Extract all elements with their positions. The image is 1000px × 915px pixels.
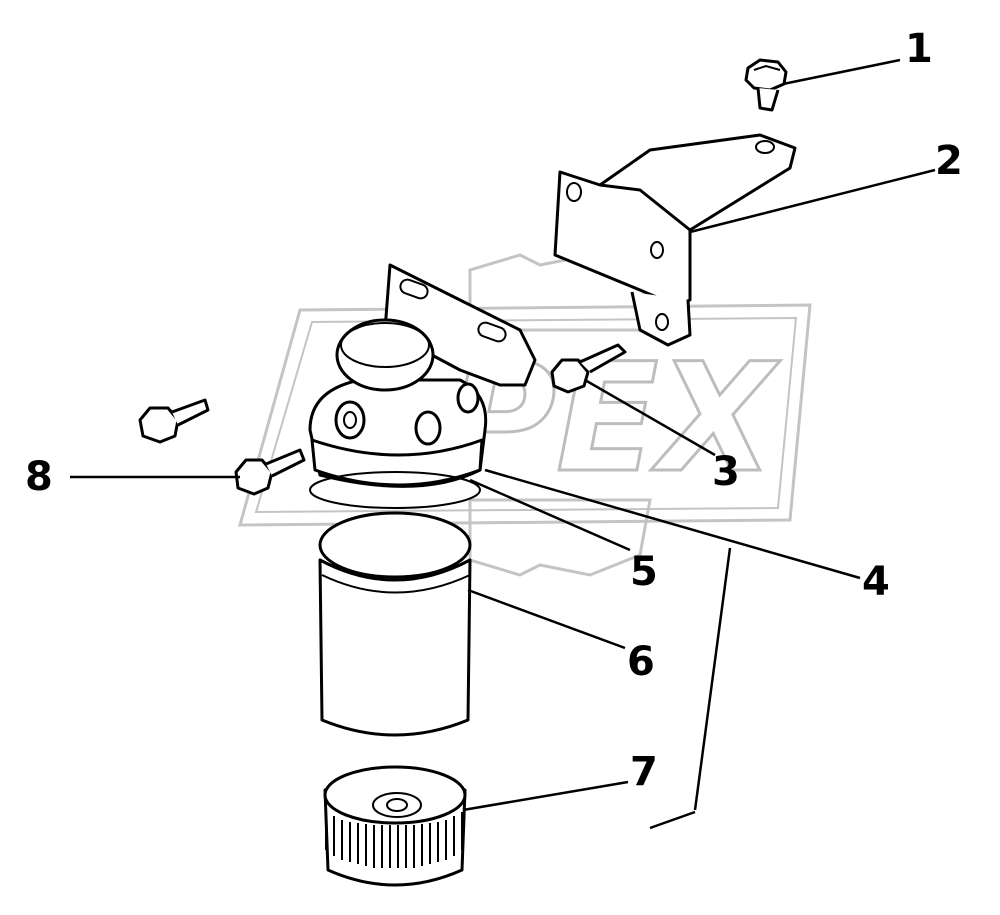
callout-2: 2: [935, 138, 963, 184]
part-8-bolts: [70, 398, 306, 496]
callout-8: 8: [25, 454, 53, 500]
part-5-head-base: [309, 438, 631, 552]
part-3-bolt: [550, 343, 716, 457]
part-1-bolt: [744, 58, 901, 112]
callout-5: 5: [630, 549, 658, 595]
callout-3: 3: [712, 449, 740, 495]
callout-4: 4: [862, 559, 890, 605]
part-4-leader: [484, 468, 861, 580]
assembly-bracket: [649, 547, 732, 830]
callout-7: 7: [630, 749, 658, 795]
callout-1: 1: [905, 26, 933, 72]
part-2-bracket: [553, 133, 936, 347]
callout-labels: 1 2 3 4 5 6 7 8: [25, 26, 963, 795]
part-7-bowl: [323, 765, 629, 887]
callout-6: 6: [627, 639, 655, 685]
part-6-filter-cartridge: [318, 511, 626, 737]
